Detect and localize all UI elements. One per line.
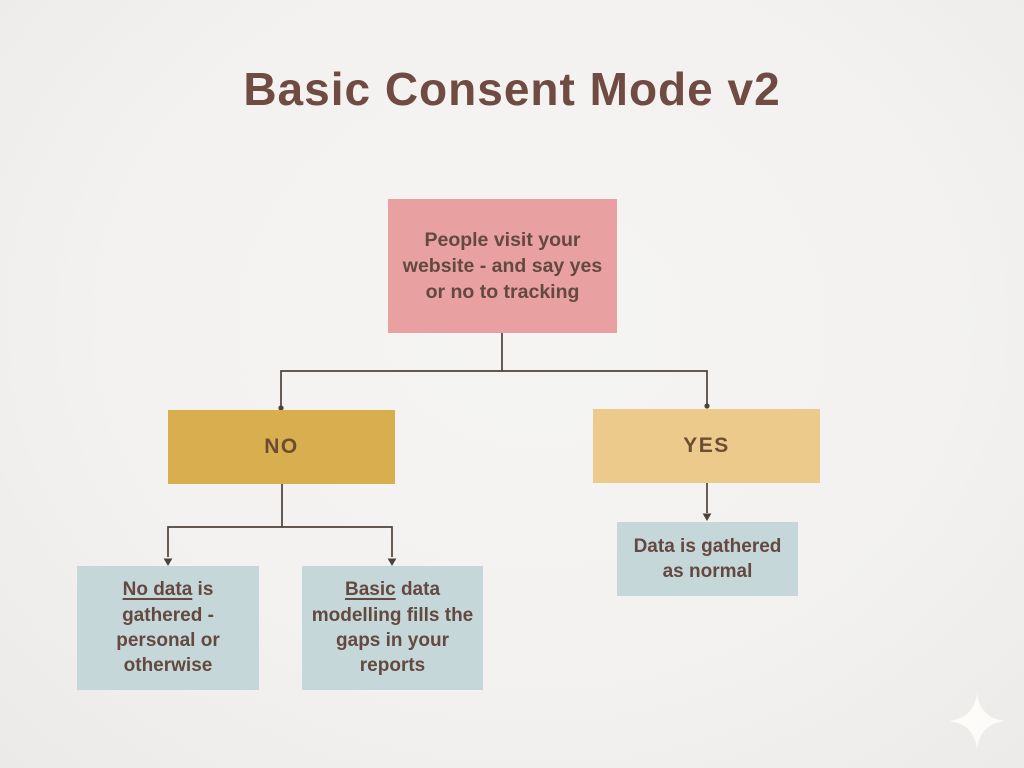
decision-no-label: NO	[264, 435, 299, 458]
outcome-node-data-gathered: Data is gathered as normal	[617, 522, 798, 596]
page-title: Basic Consent Mode v2	[243, 63, 781, 115]
outcome-no-data-emphasis: No data	[122, 579, 193, 601]
arrowhead-outcome-3	[702, 513, 712, 521]
outcome-data-gathered-text: Data is gathered as normal	[633, 535, 782, 582]
outcome-basic-modelling-rest: data modelling fills the gaps in your re…	[311, 579, 474, 677]
root-node-visit-website: People visit your website - and say yes …	[388, 199, 617, 333]
root-node-text: People visit your website - and say yes …	[402, 228, 603, 304]
outcome-basic-modelling-emphasis: Basic	[344, 579, 396, 601]
decision-node-yes: YES	[593, 409, 820, 483]
outcome-no-data-rest: is gathered - personal or otherwise	[116, 579, 220, 677]
arrowhead-outcome-2	[387, 558, 397, 566]
branch-root-to-decisions	[280, 333, 708, 406]
decision-yes-label: YES	[683, 434, 730, 457]
sparkle-icon	[949, 693, 1005, 749]
connector-dot-yes	[704, 403, 710, 409]
branch-no-to-outcomes	[167, 484, 393, 557]
arrowhead-outcome-1	[163, 558, 173, 566]
decision-node-no: NO	[168, 410, 395, 484]
outcome-node-no-data: No data is gathered - personal or otherw…	[77, 566, 259, 690]
outcome-node-basic-modelling: Basic data modelling fills the gaps in y…	[302, 566, 483, 690]
outcome-no-data-text: No data is gathered - personal or otherw…	[87, 577, 249, 679]
outcome-basic-modelling-text: Basic data modelling fills the gaps in y…	[310, 577, 475, 679]
